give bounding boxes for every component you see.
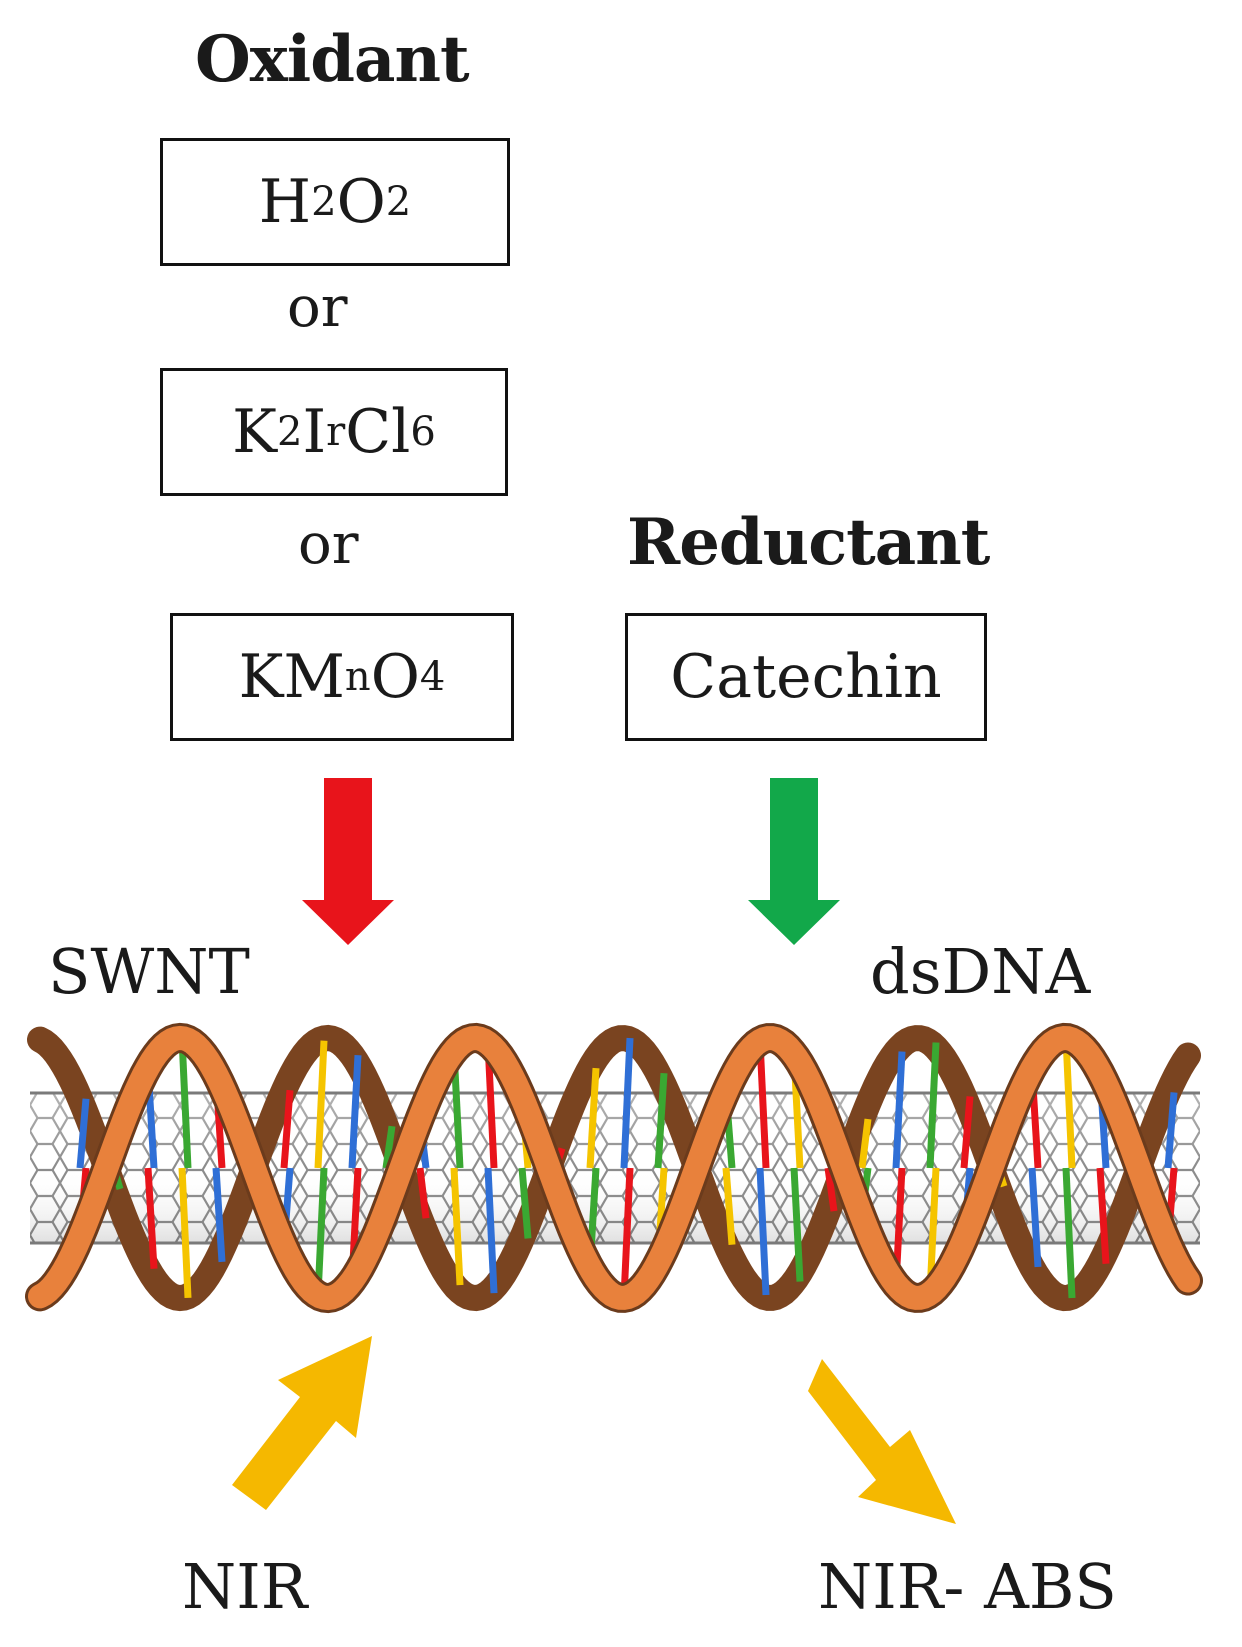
dna-base: [824, 1167, 838, 1212]
nir-in-arrow: [232, 1336, 372, 1510]
dna-base: [382, 1125, 396, 1169]
formula-part: KM: [238, 642, 345, 712]
nir-out-label: NIR- ABS: [818, 1550, 1117, 1623]
or-separator-1: or: [287, 275, 348, 340]
dna-base: [756, 1040, 770, 1169]
dsdna-label: dsDNA: [870, 935, 1091, 1008]
dna-base: [76, 1098, 90, 1169]
nir-out-arrow: [808, 1359, 956, 1524]
formula-part: O: [370, 642, 420, 712]
dna-base: [314, 1167, 328, 1296]
dna-base: [212, 1167, 226, 1263]
dna-base: [450, 1167, 464, 1286]
dna-base: [620, 1167, 634, 1299]
reductant-heading: Reductant: [627, 505, 990, 580]
or-separator-2: or: [298, 512, 359, 577]
formula-part: H: [258, 167, 312, 237]
dna-base: [892, 1051, 906, 1169]
oxidant-arrow: [302, 778, 394, 945]
dna-base: [314, 1040, 328, 1169]
reductant-option-catechin: Catechin: [625, 613, 987, 741]
dna-base: [416, 1167, 430, 1219]
dna-base: [960, 1096, 974, 1169]
reductant-arrow: [748, 778, 840, 945]
dna-base: [1062, 1037, 1076, 1169]
dna-base: [1164, 1092, 1178, 1169]
dna-base: [790, 1167, 804, 1282]
dna-base: [722, 1167, 736, 1245]
dna-base: [178, 1037, 192, 1169]
dna-base: [144, 1167, 158, 1269]
dna-base: [586, 1067, 600, 1169]
dna-base: [926, 1042, 940, 1169]
dna-base: [1062, 1167, 1076, 1299]
dna-base: [654, 1072, 668, 1169]
dsdna-helix: [25, 1022, 1203, 1314]
formula-part: Cl: [345, 397, 411, 467]
dna-base: [1028, 1167, 1042, 1268]
dna-base: [518, 1167, 532, 1239]
nir-in-label: NIR: [182, 1550, 308, 1623]
dna-base: [280, 1089, 294, 1169]
formula-part: O: [336, 167, 386, 237]
formula-part: K: [232, 397, 277, 467]
dna-base: [178, 1167, 192, 1299]
dna-base: [620, 1037, 634, 1169]
dna-base: [756, 1167, 770, 1296]
dna-base: [348, 1054, 362, 1169]
dna-base: [858, 1118, 872, 1169]
dna-base: [1096, 1167, 1110, 1264]
formula-part: I: [302, 397, 327, 467]
oxidant-heading: Oxidant: [195, 22, 470, 97]
dna-strand-front: [28, 1025, 1200, 1311]
swnt-label: SWNT: [48, 935, 250, 1008]
reductant-option-label: Catechin: [670, 642, 942, 712]
dna-base: [484, 1167, 498, 1294]
